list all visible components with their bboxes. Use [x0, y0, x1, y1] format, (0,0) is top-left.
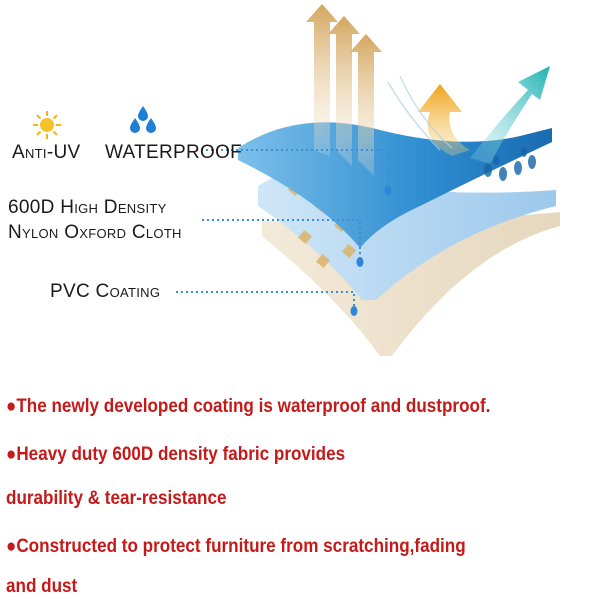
wind-lines: [387, 75, 453, 151]
breathable-arrows: [306, 4, 382, 176]
callout-lines: [176, 149, 389, 306]
bullet-heavy-duty-fabric: ●Heavy duty 600D density fabric provides: [6, 444, 346, 465]
sun-icon: [33, 111, 61, 139]
surface-droplets: [484, 147, 536, 181]
waterproof-label: WATERPROOF: [105, 142, 243, 163]
nylon-label-line-1: 600D High Density: [8, 197, 167, 218]
nylon-oxford-label: 600D High Density Nylon Oxford Cloth: [8, 195, 182, 245]
wind-arrow: [470, 66, 550, 164]
nylon-label-line-2: Nylon Oxford Cloth: [8, 222, 182, 243]
layer-illustration: [176, 4, 560, 356]
water-drops-icon: [130, 106, 156, 133]
bullet-protect-furniture: ●Constructed to protect furniture from s…: [6, 536, 466, 557]
anti-uv-label: Anti-UV: [12, 142, 81, 163]
fabric-layer-diagram: Anti-UV WATERPROOF 600D High Density Nyl…: [8, 4, 560, 356]
bullet-heavy-duty-fabric-continuation: durability & tear-resistance: [6, 488, 227, 509]
bullet-protect-furniture-continuation: and dust: [6, 576, 78, 597]
pvc-coating-label: PVC Coating: [50, 281, 161, 302]
uv-deflect-arrow: [418, 84, 470, 156]
callout-drops: [350, 185, 392, 316]
bullet-waterproof-dustproof: ●The newly developed coating is waterpro…: [6, 396, 491, 417]
